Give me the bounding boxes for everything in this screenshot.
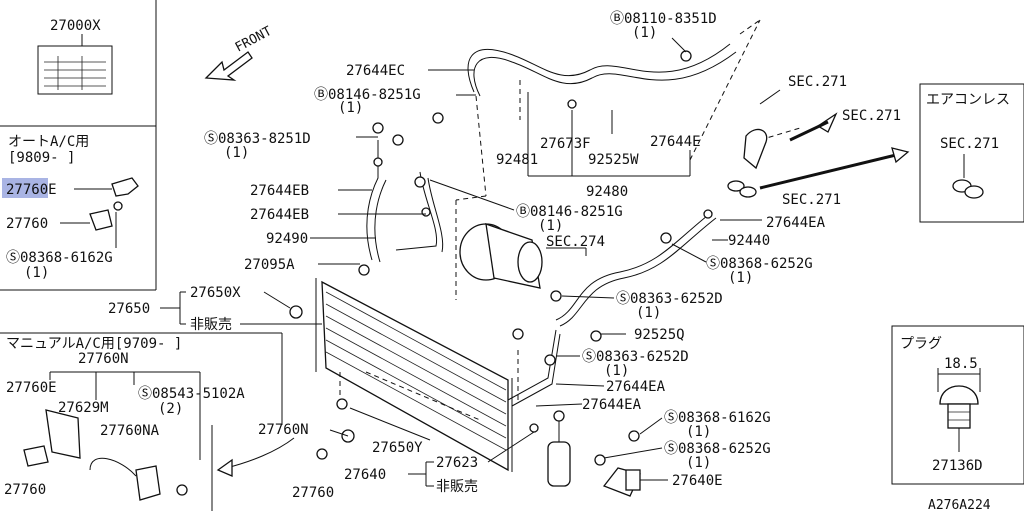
qty-d: (1) [632, 25, 657, 41]
bracket-27640E [602, 467, 641, 497]
auto-ac-header: オートA/C用 [8, 134, 89, 150]
part-27644EC: 27644EC [346, 63, 405, 79]
part-27650Y: 27650Y [372, 440, 423, 456]
leader-lines [160, 37, 781, 487]
plug-header: プラグ [900, 336, 942, 352]
qty-e: (1) [538, 218, 563, 234]
front-arrow: FRONT [204, 24, 275, 81]
part-27644EB-2: 27644EB [250, 207, 309, 223]
aircon-less-box: エアコンレス SEC.271 [919, 83, 1024, 223]
condenser [289, 278, 513, 472]
auto-ac-section: オートA/C用 [9809- ] 27760E 27760 Ⓢ08368-616… [2, 134, 139, 281]
part-27623: 27623 [436, 455, 478, 471]
part-27760-top: 27760 [6, 216, 48, 232]
part-27136D: 27136D [932, 458, 983, 474]
part-27644E: 27644E [650, 134, 701, 150]
sec-271-a: SEC.271 [788, 74, 847, 90]
qty-left-1: (1) [24, 265, 49, 281]
bolt-08110-8351D: Ⓑ08110-8351D [610, 11, 717, 27]
fittings [316, 50, 768, 466]
qty-b: (1) [338, 100, 363, 116]
manual-ac-section: マニュアルA/C用[9709- ] 27760N 27760E 27629M Ⓢ… [4, 336, 245, 501]
left-panel-frames [0, 0, 283, 511]
part-27760N-top: 27760N [78, 351, 129, 367]
qty-c: (1) [224, 145, 249, 161]
main-labels: 27644EC Ⓑ08146-8251G (1) Ⓢ08363-8251D (1… [108, 11, 901, 501]
part-27629M: 27629M [58, 400, 109, 416]
bolt-08368-6162G-right: Ⓢ08368-6162G [664, 410, 771, 426]
auto-ac-date: [9809- ] [8, 150, 75, 166]
part-27644EA-3: 27644EA [582, 397, 642, 413]
bolt-08146-8251G-top: Ⓑ08146-8251G [314, 87, 421, 103]
part-27640E: 27640E [672, 473, 723, 489]
part-27760N-mid: 27760N [258, 422, 309, 438]
qty-manual-2: (2) [158, 401, 183, 417]
part-92525W: 92525W [588, 152, 639, 168]
big-arrows [216, 112, 910, 477]
bolt-08368-6252G-b: Ⓢ08368-6252G [664, 441, 771, 457]
part-27650: 27650 [108, 301, 150, 317]
sec-274: SEC.274 [546, 234, 605, 250]
bolt-08363-8251D: Ⓢ08363-8251D [204, 131, 311, 147]
figure-id: A276A224 [928, 498, 991, 511]
bolt-08368-6162G-left: Ⓢ08368-6162G [6, 250, 113, 266]
bolt-08368-6252G-a: Ⓢ08368-6252G [706, 256, 813, 272]
part-27644EA-2: 27644EA [606, 379, 666, 395]
part-27760NA: 27760NA [100, 423, 160, 439]
dashed-leaders [339, 19, 801, 421]
sec-271-b: SEC.271 [842, 108, 901, 124]
part-27760E-bot: 27760E [6, 380, 57, 396]
part-92480: 92480 [586, 184, 628, 200]
plug-cap-icon [939, 385, 979, 405]
qty-i: (1) [686, 424, 711, 440]
qty-h: (1) [604, 363, 629, 379]
part-92481: 92481 [496, 152, 538, 168]
pipes [366, 43, 737, 407]
not-sold-1: 非販売 [190, 317, 232, 333]
part-92490: 92490 [266, 231, 308, 247]
bolt-08363-6252D-b: Ⓢ08363-6252D [582, 349, 689, 365]
part-27650X: 27650X [190, 285, 241, 301]
qty-j: (1) [686, 455, 711, 471]
front-label: FRONT [233, 24, 275, 56]
arrow-aircon-less-icon [891, 147, 910, 164]
aircon-less-header: エアコンレス [926, 92, 1010, 108]
part-27640: 27640 [344, 467, 386, 483]
part-27644EB-1: 27644EB [250, 183, 309, 199]
bolt-08146-8251G-mid: Ⓑ08146-8251G [516, 204, 623, 220]
sec-271-c: SEC.271 [782, 192, 841, 208]
bolt-08543-5102A: Ⓢ08543-5102A [138, 386, 245, 402]
part-27760-mid: 27760 [292, 485, 334, 501]
manual-ac-header: マニュアルA/C用[9709- ] [6, 336, 182, 352]
highlight-27760E [2, 178, 48, 198]
qty-f: (1) [728, 270, 753, 286]
sec-271-box: SEC.271 [940, 136, 999, 152]
plug-dim: 18.5 [944, 356, 978, 372]
part-27000X-label: 27000X [50, 18, 101, 34]
part-27760E-top: 27760E [6, 182, 57, 198]
bolt-08363-6252D-a: Ⓢ08363-6252D [616, 291, 723, 307]
compressor [459, 223, 543, 289]
part-27673F: 27673F [540, 136, 591, 152]
part-27760-bot: 27760 [4, 482, 46, 498]
receiver-drier [547, 410, 571, 487]
part-92440: 92440 [728, 233, 770, 249]
not-sold-2: 非販売 [436, 479, 478, 495]
part-27644EA-1: 27644EA [766, 215, 826, 231]
qty-g: (1) [636, 305, 661, 321]
part-92525Q: 92525Q [634, 327, 685, 343]
label-plate-27000X: 27000X [37, 18, 113, 95]
part-27095A: 27095A [244, 257, 295, 273]
plug-box: プラグ 18.5 27136D [891, 325, 1024, 485]
arrow-to-manual-icon [216, 458, 233, 477]
